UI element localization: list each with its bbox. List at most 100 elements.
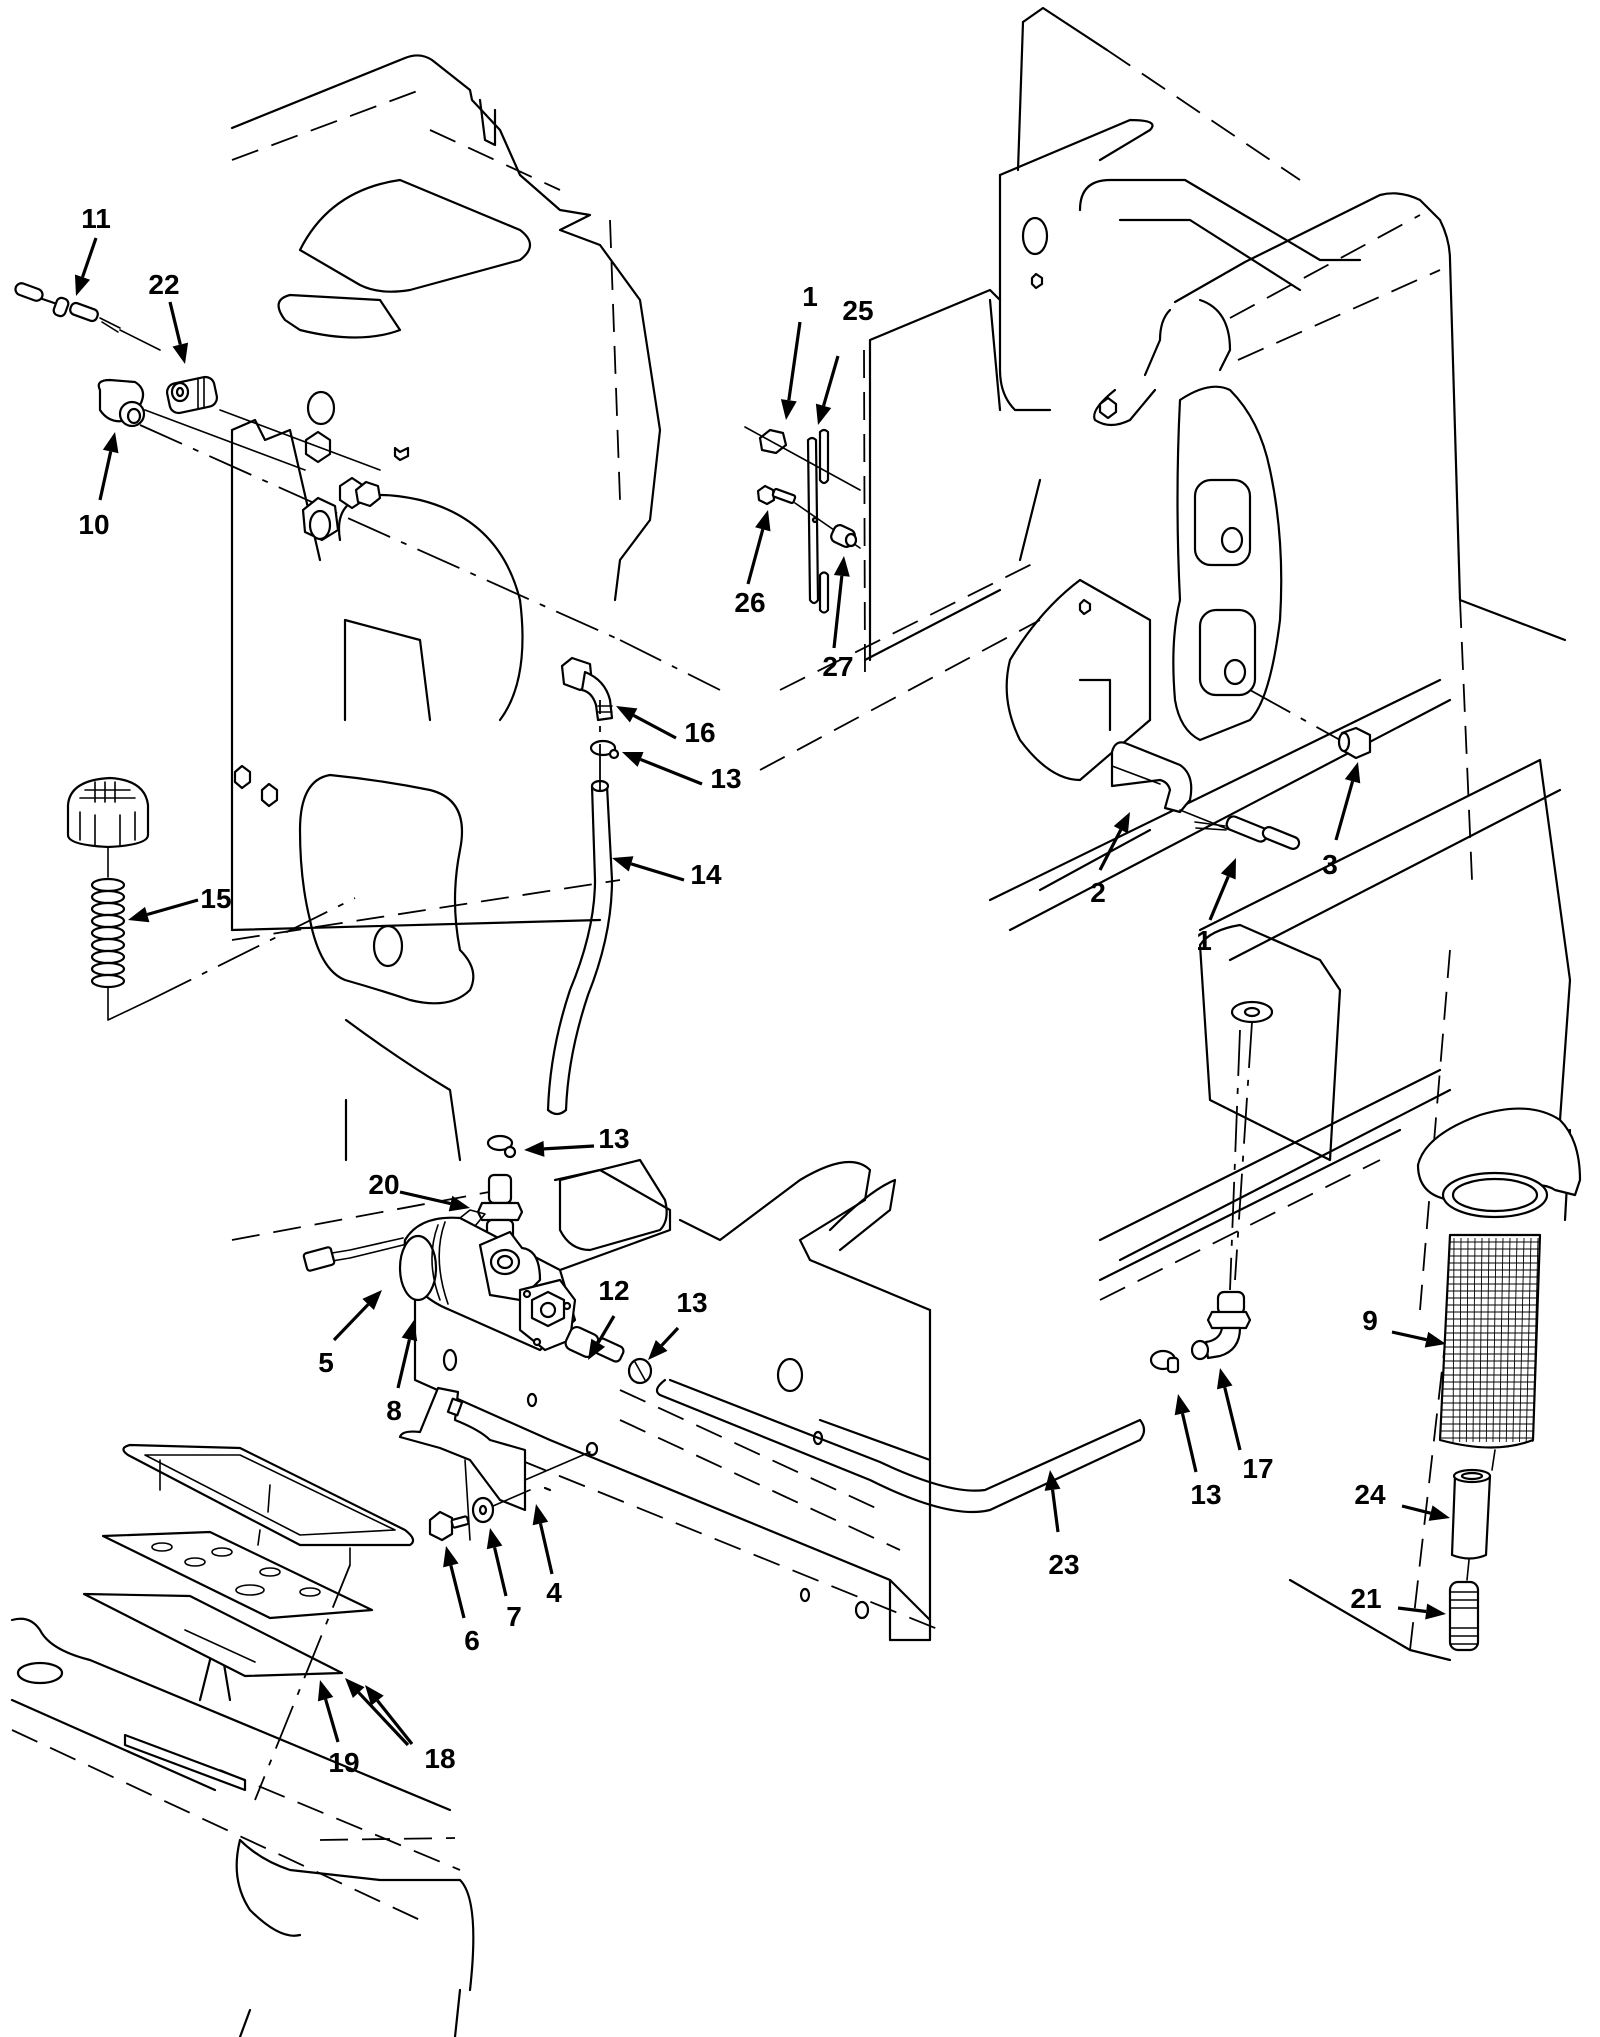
callout-label: 6 [464, 1625, 480, 1656]
mesh-line [1472, 1237, 1476, 1443]
callout-9-strainer: 9 [1362, 1305, 1446, 1348]
part-18-bezel [122, 1443, 415, 1566]
left-housing [230, 54, 662, 1162]
part-13-clamp-a [589, 739, 620, 760]
callout-5-pump-connector: 5 [318, 1290, 382, 1378]
callout-13-hose-clamp: 13 [648, 1287, 708, 1360]
callout-arrow [1208, 858, 1236, 921]
callout-arrow [746, 510, 771, 585]
part-26-screw [756, 484, 797, 506]
callout-27-spacer: 27 [822, 556, 854, 682]
callout-arrow [98, 432, 119, 501]
mesh-line [1512, 1237, 1518, 1443]
part-9-strainer [1416, 1107, 1582, 1471]
callout-arrow [524, 1140, 595, 1157]
mesh-line [1459, 1237, 1462, 1443]
part-housing-fitting [301, 496, 340, 542]
callout-label: 13 [710, 763, 741, 794]
mesh-line [1532, 1237, 1539, 1443]
callout-1-nut: 1 [780, 281, 818, 420]
part-27-spacer [830, 524, 858, 548]
callout-arrow [128, 898, 199, 923]
callout-arrow [486, 1528, 508, 1597]
mesh-line [1492, 1237, 1497, 1443]
callout-arrow [815, 355, 840, 425]
callout-arrow [1216, 1368, 1242, 1451]
strainer-mesh [1440, 1237, 1540, 1443]
part-13-clamp-d [1149, 1349, 1180, 1374]
callout-8-pump: 8 [386, 1320, 418, 1426]
callout-13-hose-clamp: 13 [524, 1123, 630, 1157]
callout-arrow [443, 1546, 466, 1619]
part-boss [306, 390, 336, 426]
part-24-coupling [1450, 1468, 1492, 1560]
callout-21-nipple: 21 [1350, 1583, 1446, 1620]
callout-label: 21 [1350, 1583, 1381, 1614]
callout-label: 9 [1362, 1305, 1378, 1336]
mesh-line [1479, 1237, 1483, 1443]
callout-label: 1 [802, 281, 818, 312]
callout-6-bolt: 6 [443, 1546, 480, 1656]
callout-arrow [1391, 1330, 1446, 1348]
callout-arrow [832, 556, 850, 649]
part-nut-left [354, 480, 382, 508]
callout-17-elbow: 17 [1216, 1368, 1274, 1484]
callout-label: 7 [506, 1601, 522, 1632]
callout-13-hose-clamp: 13 [1174, 1394, 1222, 1510]
part-11-sensor [14, 282, 121, 333]
mesh-line [1499, 1237, 1504, 1443]
part-16-elbow [560, 656, 614, 722]
callout-arrow [1174, 1394, 1198, 1473]
callout-label: 13 [598, 1123, 629, 1154]
callout-arrow [616, 706, 677, 740]
callout-19-gasket: 19 [317, 1680, 360, 1778]
mesh-line [1465, 1237, 1469, 1443]
callout-10-elbow-cap: 10 [78, 432, 119, 540]
callout-arrow [648, 1326, 680, 1360]
callout-arrow [332, 1290, 382, 1342]
part-13-clamp-c [627, 1357, 653, 1385]
callout-label: 10 [78, 509, 109, 540]
callout-15-filter-cap-and-spring: 15 [128, 883, 232, 923]
callout-arrow [1397, 1603, 1446, 1620]
callout-label: 2 [1090, 877, 1106, 908]
callout-22-fitting: 22 [148, 269, 189, 364]
callout-arrow [317, 1680, 340, 1743]
callout-label: 12 [598, 1275, 629, 1306]
callout-label: 11 [81, 203, 111, 234]
right-housing [759, 6, 1572, 1662]
callout-arrow [1334, 762, 1361, 841]
callout-12-barb-fitting: 12 [588, 1275, 630, 1360]
callout-23-hose: 23 [1044, 1470, 1080, 1580]
callout-16-elbow-fitting: 16 [616, 706, 716, 748]
callout-label: 18 [424, 1743, 455, 1774]
callout-label: 14 [690, 859, 722, 890]
callout-4-bracket: 4 [532, 1504, 562, 1608]
callout-11-sensor-connector: 11 [74, 203, 111, 296]
part-21-nipple [1448, 1580, 1480, 1652]
callout-label: 19 [328, 1747, 359, 1778]
part-5-connector [302, 1237, 404, 1272]
part-3-plug [1337, 726, 1372, 760]
spring [90, 877, 126, 989]
part-25-strap [806, 428, 830, 614]
callout-label: 25 [842, 295, 873, 326]
callout-label: 13 [1190, 1479, 1221, 1510]
part-6-bolt [428, 1510, 454, 1542]
part-1-sensor [1194, 815, 1301, 850]
callout-label: 22 [148, 269, 179, 300]
callout-3-plug: 3 [1322, 762, 1361, 880]
callout-arrow [396, 1320, 418, 1389]
lower-chassis [10, 1617, 475, 2037]
part-10-elbow-cap [97, 378, 146, 428]
part-18-panel [101, 1530, 374, 1620]
mesh-line [1452, 1237, 1455, 1443]
callout-label: 27 [822, 651, 853, 682]
callout-7-washer: 7 [486, 1528, 522, 1632]
hose-14 [546, 779, 614, 1116]
callout-label: 15 [200, 883, 231, 914]
part-22-fitting [165, 375, 219, 415]
part-8-pump [398, 1209, 577, 1352]
callout-label: 3 [1322, 849, 1338, 880]
